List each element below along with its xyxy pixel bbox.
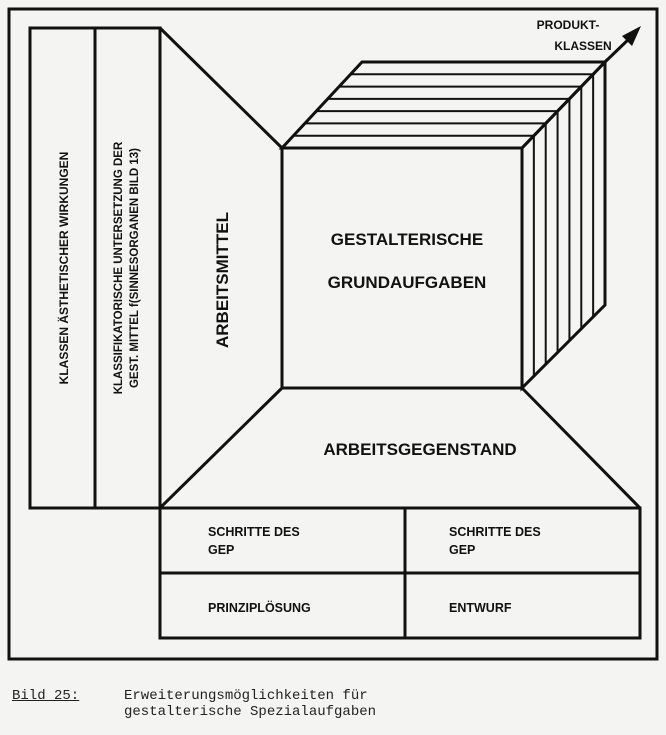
center-label-line2: GRUNDAUFGABEN bbox=[328, 273, 487, 292]
caption-number: Bild 25: bbox=[12, 688, 80, 704]
arrow-icon bbox=[603, 26, 641, 64]
table-cell-r1c1-line1: SCHRITTE DES bbox=[208, 525, 300, 539]
figure-caption: Bild 25: Erweiterungsmöglichkeiten für g… bbox=[12, 688, 472, 728]
floor-label: ARBEITSGEGENSTAND bbox=[323, 440, 516, 459]
table-cell-r1c2-line1: SCHRITTE DES bbox=[449, 525, 541, 539]
column-klassifikatorisch-line1: KLASSIFIKATORISCHE UNTERSETZUNG DER bbox=[113, 141, 125, 394]
wall-line-bottom-right bbox=[520, 386, 642, 510]
wall-line-bottom-left bbox=[158, 386, 284, 510]
table-cell-r1c2-line2: GEP bbox=[449, 543, 475, 557]
column-klassifikatorisch-line2: GEST. MITTEL f(SINNESORGANEN BILD 13) bbox=[129, 148, 141, 388]
column-klassifikatorisch bbox=[93, 26, 162, 510]
center-label-line1: GESTALTERISCHE bbox=[331, 230, 483, 249]
right-face bbox=[520, 58, 607, 392]
arrow-label-line2: KLASSEN bbox=[554, 39, 611, 53]
column-klassen-label: KLASSEN ÄSTHETISCHER WIRKUNGEN bbox=[56, 152, 71, 385]
outer-frame bbox=[7, 7, 659, 661]
caption-line2: gestalterische Spezialaufgaben bbox=[124, 704, 377, 720]
left-wall-label: ARBEITSMITTEL bbox=[213, 212, 232, 348]
front-face bbox=[280, 146, 524, 390]
arrow-label-line1: PRODUKT- bbox=[537, 18, 600, 32]
wall-line-top-left bbox=[158, 26, 284, 150]
caption-line1: Erweiterungsmöglichkeiten für bbox=[124, 688, 368, 704]
table-cell-r2c2: ENTWURF bbox=[449, 601, 512, 615]
table-cell-r2c1: PRINZIPLÖSUNG bbox=[208, 600, 311, 615]
table-cell-r1c1-line2: GEP bbox=[208, 543, 234, 557]
